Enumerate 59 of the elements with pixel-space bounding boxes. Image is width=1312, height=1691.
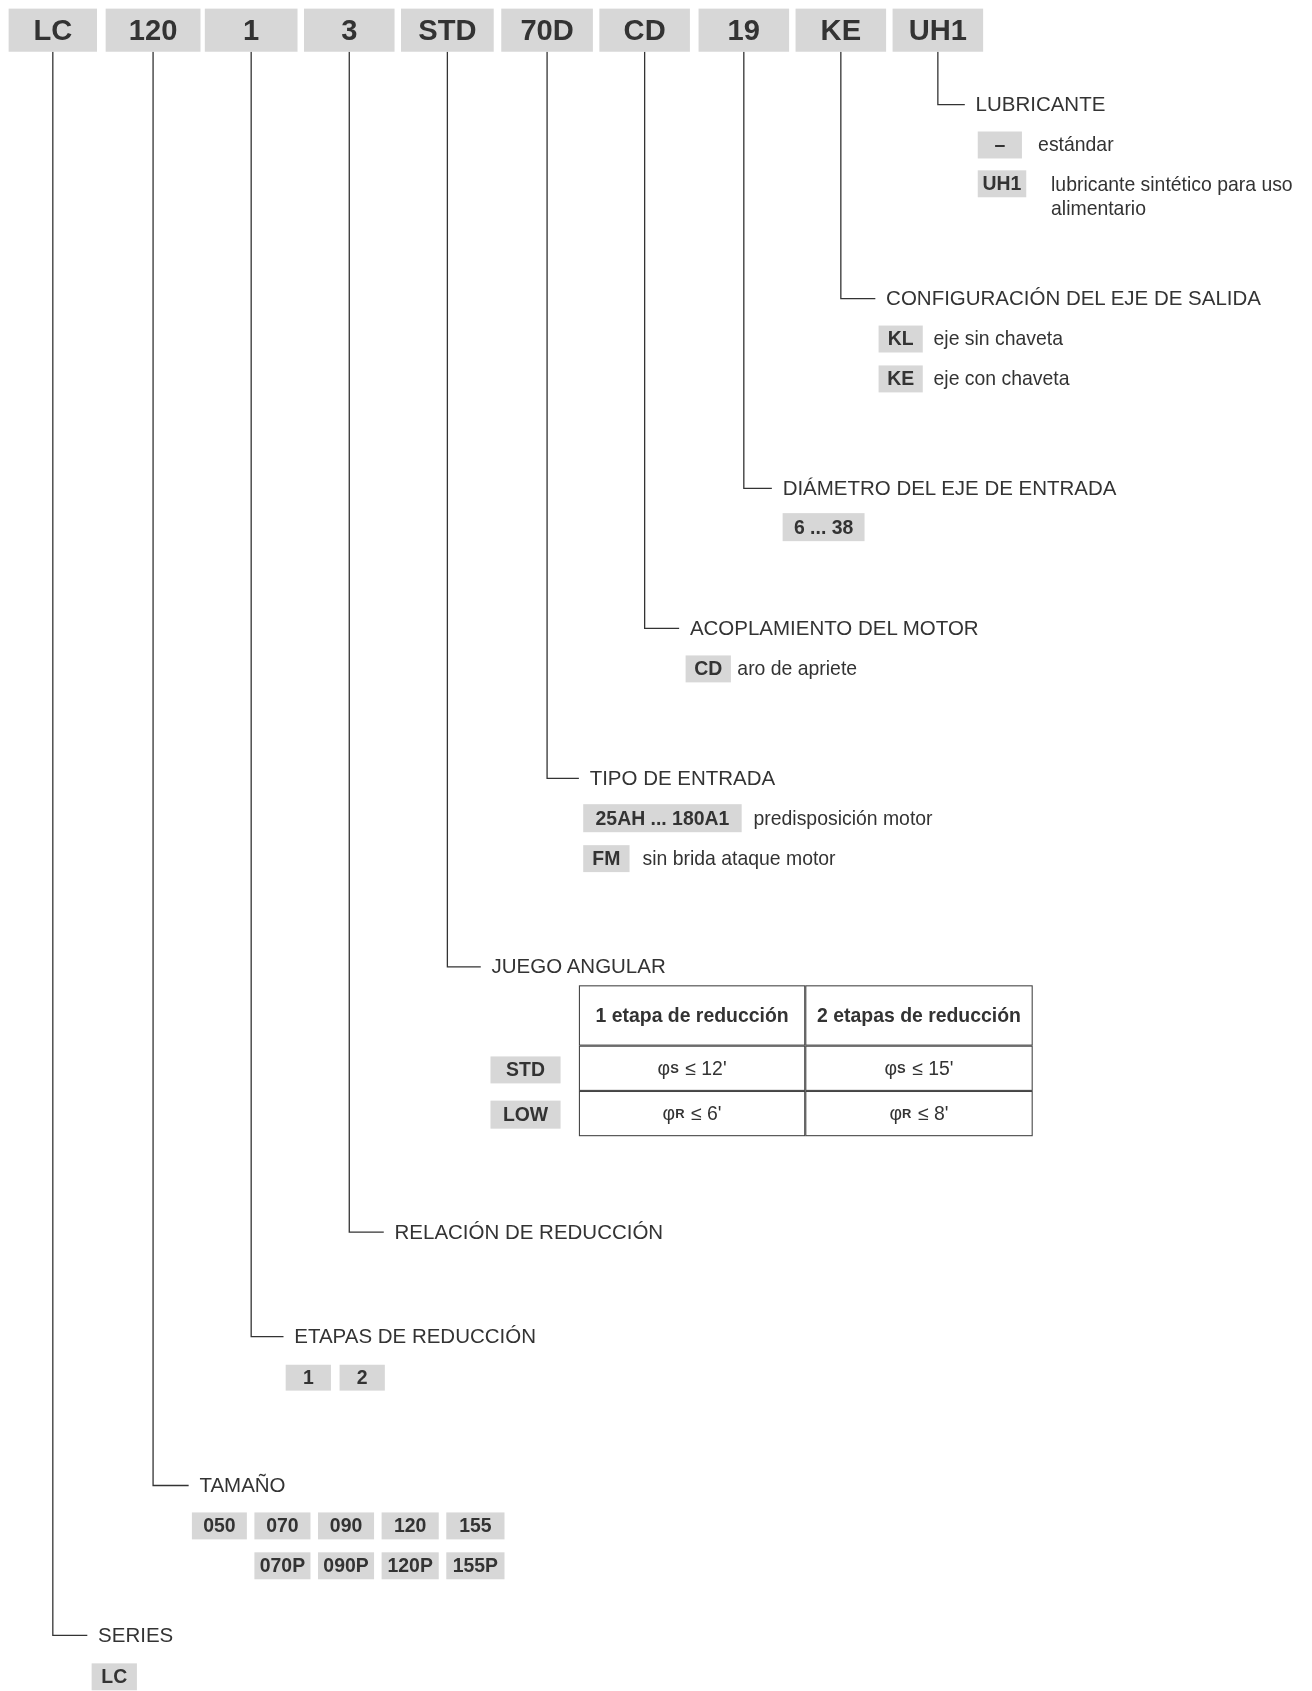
option-code: CD — [685, 655, 731, 683]
leader-line — [348, 51, 385, 1233]
code-segment: 1 — [204, 8, 298, 52]
category-heading: SERIES — [98, 1623, 174, 1648]
category-heading: CONFIGURACIÓN DEL EJE DE SALIDA — [886, 286, 1261, 311]
option-code: 2 — [339, 1364, 385, 1391]
code-segment: 120 — [105, 8, 201, 52]
code-segment: 70D — [501, 8, 593, 52]
leader-line — [546, 51, 580, 779]
leader-line — [743, 51, 773, 489]
option-code: 1 — [285, 1364, 331, 1391]
code-segment: UH1 — [892, 8, 984, 52]
leader-line — [937, 51, 966, 106]
code-segment: CD — [599, 8, 690, 52]
option-code: LC — [91, 1663, 137, 1691]
code-segment: 3 — [304, 8, 395, 52]
option-code: 090 — [318, 1512, 375, 1540]
option-code: LOW — [490, 1100, 561, 1129]
option-code: 155P — [446, 1552, 505, 1580]
code-segment: STD — [401, 8, 494, 52]
leader-line — [250, 51, 285, 1338]
option-code: 070 — [254, 1512, 311, 1540]
category-heading: TIPO DE ENTRADA — [589, 766, 776, 791]
option-description: aro de apriete — [737, 656, 859, 681]
option-description: estándar — [1038, 132, 1115, 157]
category-heading: ACOPLAMIENTO DEL MOTOR — [689, 616, 979, 641]
option-code: 120 — [381, 1512, 439, 1540]
leader-line — [644, 51, 680, 630]
leader-line — [840, 51, 876, 300]
option-code: 155 — [446, 1512, 505, 1540]
option-description: predisposición motor — [753, 806, 934, 831]
leader-line — [152, 51, 190, 1487]
category-heading: TAMAÑO — [199, 1473, 286, 1498]
category-heading: RELACIÓN DE REDUCCIÓN — [394, 1220, 664, 1244]
option-code: – — [977, 131, 1022, 159]
option-description: eje con chaveta — [933, 366, 1071, 391]
category-heading: DIÁMETRO DEL EJE DE ENTRADA — [782, 476, 1117, 501]
option-code: KE — [878, 365, 923, 393]
code-segment: LC — [8, 8, 97, 52]
option-description: lubricante sintético para uso alimentario — [1051, 172, 1294, 220]
option-code: FM — [583, 845, 630, 873]
option-code: 070P — [254, 1552, 311, 1580]
option-description: sin brida ataque motor — [642, 846, 837, 870]
code-segment: 19 — [698, 8, 790, 52]
option-code: 6 ... 38 — [782, 513, 865, 542]
option-code: KL — [878, 325, 923, 353]
category-heading: JUEGO ANGULAR — [491, 955, 666, 979]
option-code: UH1 — [977, 170, 1027, 198]
code-segment: KE — [795, 8, 887, 52]
leader-line — [52, 51, 88, 1636]
option-code: 090P — [318, 1552, 375, 1580]
option-code: 050 — [191, 1512, 247, 1540]
category-heading: LUBRICANTE — [975, 92, 1106, 117]
option-description: eje sin chaveta — [933, 326, 1064, 351]
leader-line — [446, 51, 482, 968]
option-code: 25AH ... 180A1 — [583, 804, 742, 833]
option-code: STD — [490, 1056, 561, 1084]
category-heading: ETAPAS DE REDUCCIÓN — [294, 1324, 536, 1349]
option-code: 120P — [381, 1552, 439, 1580]
